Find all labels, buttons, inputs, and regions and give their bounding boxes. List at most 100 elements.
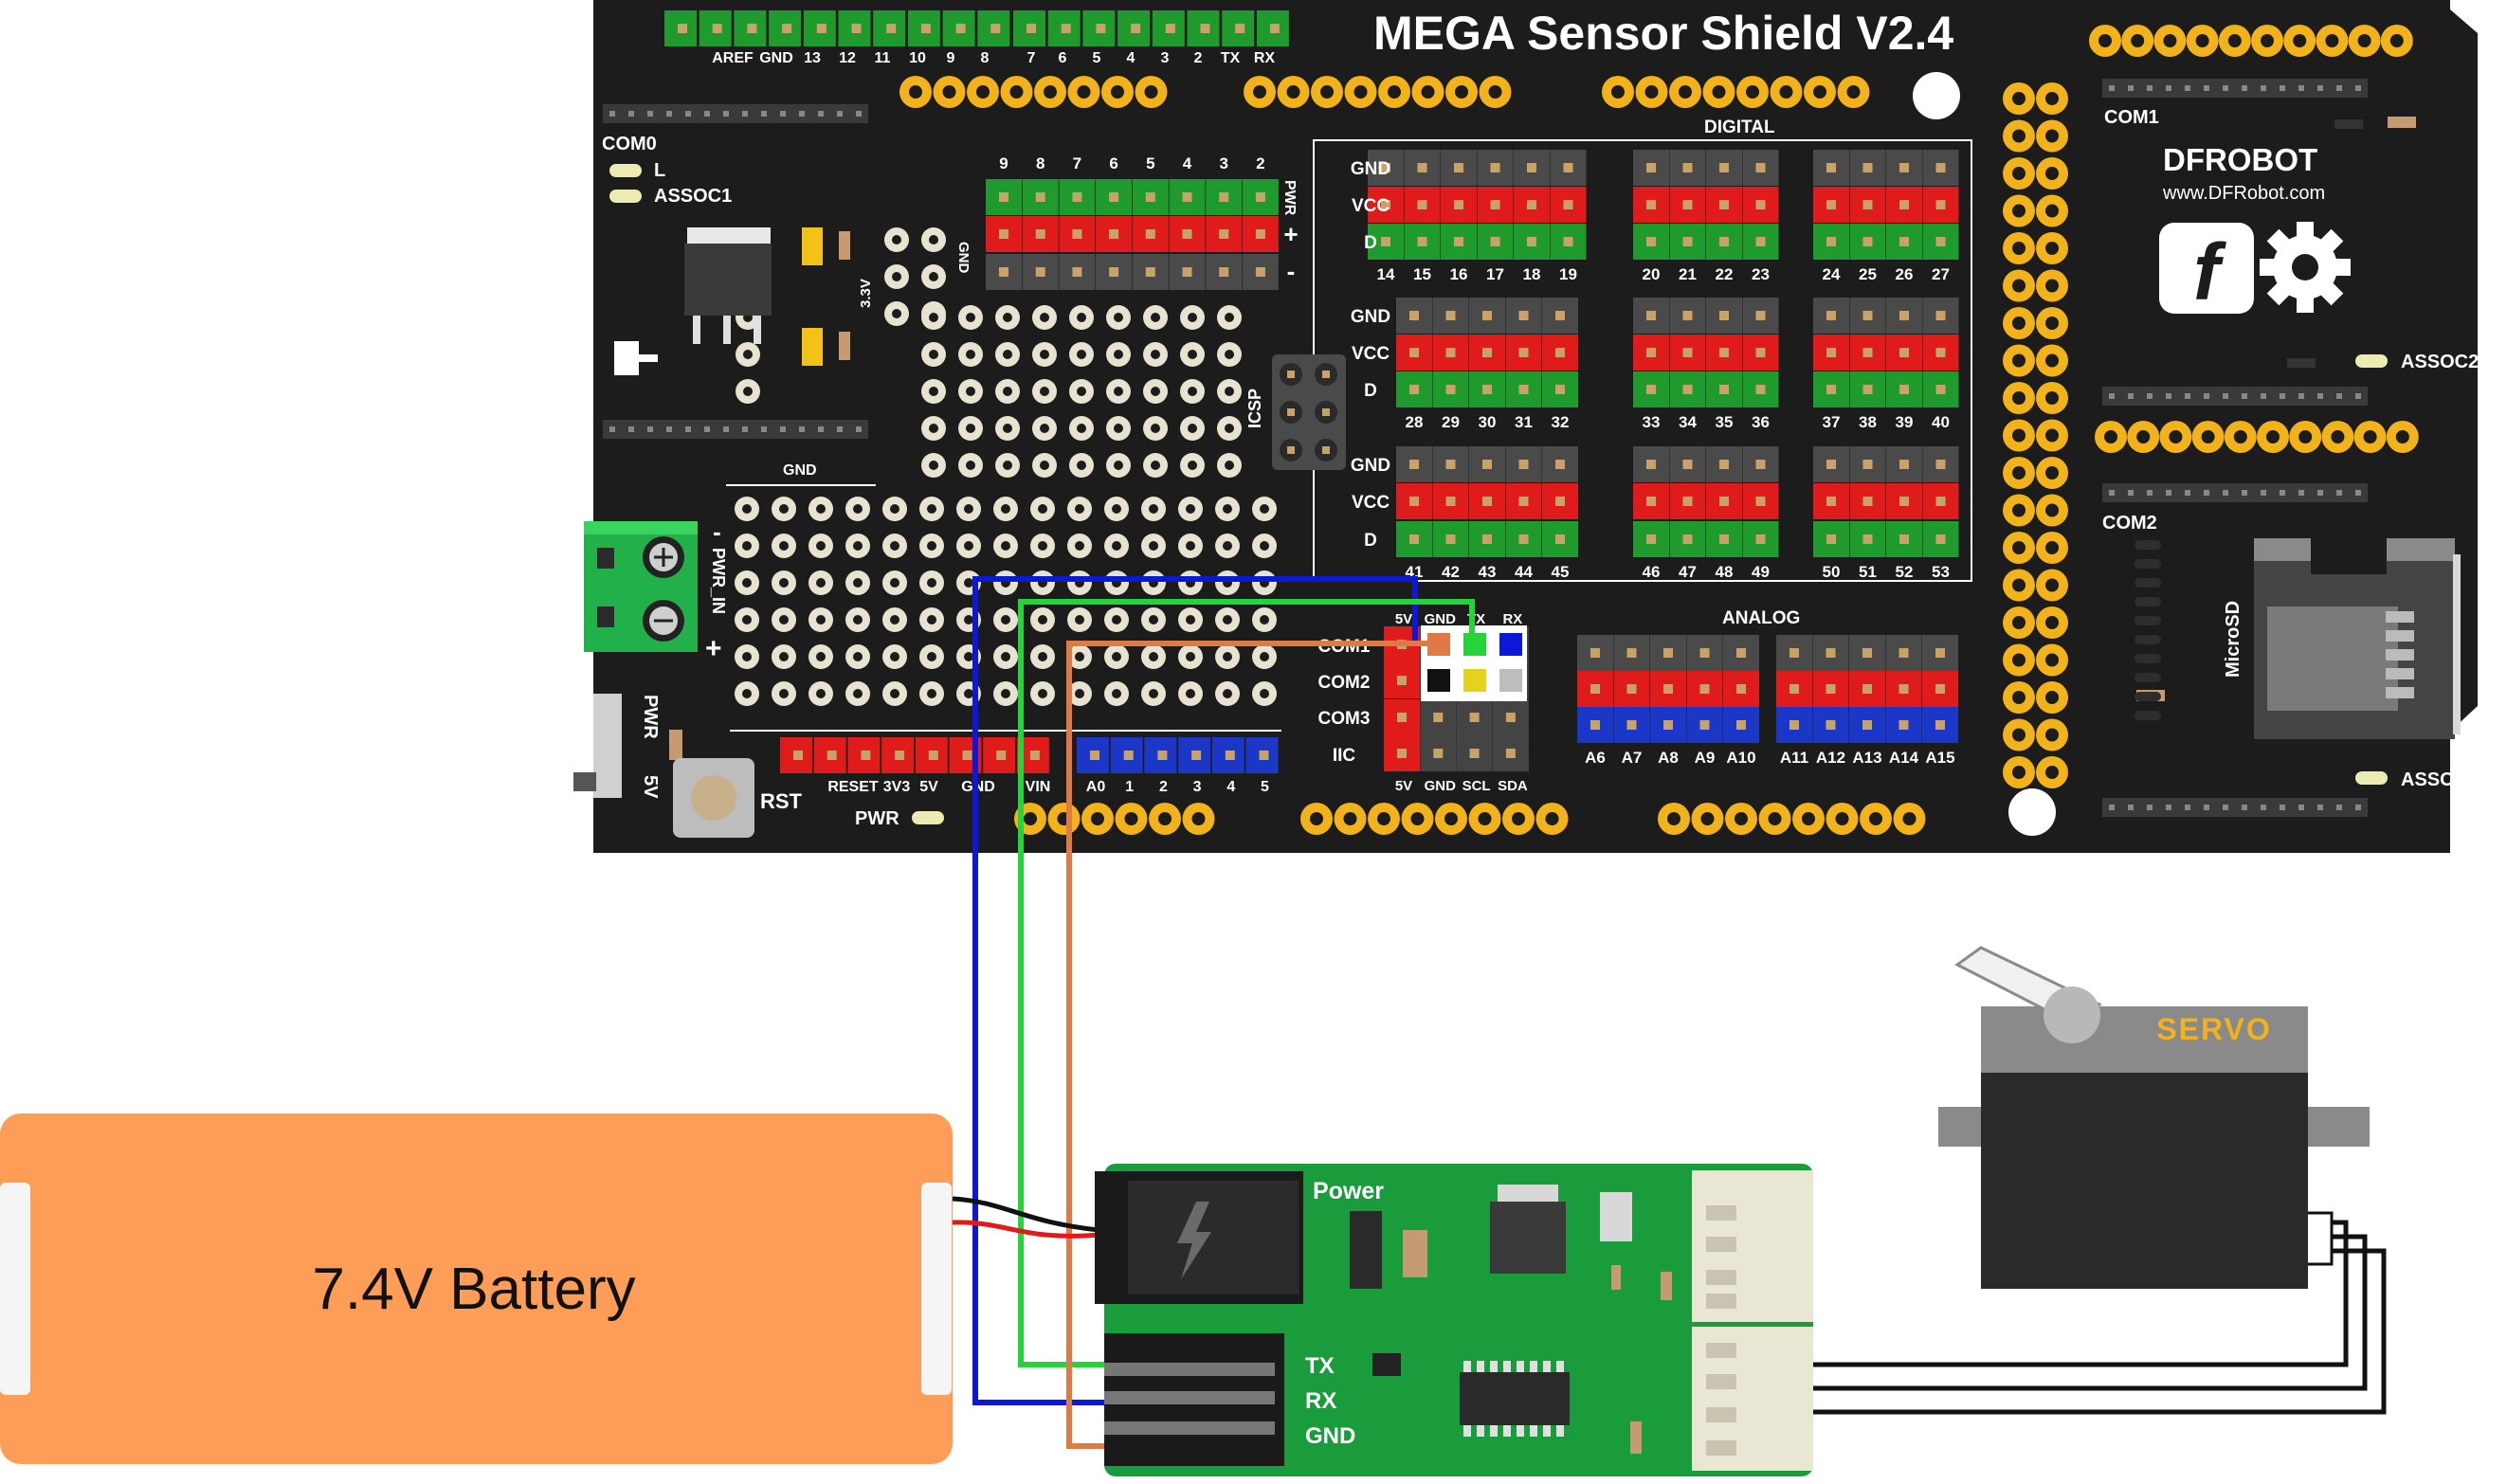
pin-contact: [1682, 385, 1693, 394]
pin-contact: [1563, 237, 1573, 246]
proto-hole: [1260, 689, 1269, 698]
analog-pin-number: A12: [1816, 749, 1845, 767]
chip-leg: [1543, 1425, 1551, 1437]
black-pin-contact: [818, 111, 824, 117]
proto-hole: [816, 578, 826, 588]
proto-hole: [1040, 387, 1049, 396]
top-header-label: 12: [839, 50, 856, 66]
gold-pin-hole: [1902, 812, 1917, 825]
proto-hole: [964, 652, 973, 661]
gold-pin-hole: [1813, 85, 1826, 99]
gold-pin-hole: [1111, 85, 1124, 99]
power-header-label: 3V3: [883, 779, 911, 795]
connector-slot: [1706, 1237, 1736, 1252]
proto-hole: [853, 652, 863, 661]
proto-hole: [1223, 652, 1232, 661]
digital-pin-number: 44: [1515, 563, 1533, 581]
com2-pads: [2135, 540, 2161, 720]
digital-pin-number: 15: [1413, 265, 1431, 283]
gold-pin-hole: [1512, 812, 1525, 825]
power-header-label: 5V: [919, 779, 938, 795]
pin-contact: [1269, 24, 1280, 33]
black-pin-contact: [761, 111, 767, 117]
black-pin-contact: [2166, 393, 2171, 399]
gold-pin-hole: [2233, 430, 2247, 443]
resistor: [2388, 117, 2416, 128]
pin-contact: [1755, 348, 1766, 357]
pin-contact: [1555, 385, 1565, 394]
black-pin-contact: [742, 426, 748, 432]
black-pin-contact: [723, 111, 729, 117]
reset-button[interactable]: [673, 758, 754, 838]
v33-label: 3.3V: [858, 279, 874, 308]
icsp-header: [1272, 354, 1346, 470]
com-top-label: 5V: [1395, 611, 1412, 627]
digital-pin-number: 32: [1552, 413, 1570, 431]
com2-pad: [2135, 616, 2161, 625]
black-pin-contact: [2223, 393, 2228, 399]
pwr-led-label: PWR: [855, 808, 899, 829]
pin-contact: [782, 24, 792, 33]
pwm-pin-number: 3: [1219, 154, 1227, 172]
connector-slot: [1706, 1440, 1736, 1456]
com2-pad: [2135, 540, 2161, 550]
proto-hole: [964, 504, 973, 514]
gold-pin-hole: [2045, 242, 2059, 255]
gold-pin-hole: [2293, 34, 2307, 47]
proto-hole: [966, 313, 975, 322]
black-pin-contact: [2147, 393, 2153, 399]
black-pin-contact: [647, 111, 653, 117]
gold-pin-hole: [2045, 353, 2059, 368]
proto-hole: [779, 652, 789, 661]
black-pin-contact: [723, 426, 729, 432]
pin-contact: [1935, 237, 1946, 246]
proto-hole: [1038, 652, 1047, 661]
pin-contact: [1072, 267, 1082, 277]
l-label: L: [654, 160, 665, 181]
pin-contact: [1555, 348, 1565, 357]
gold-pin-hole: [1091, 812, 1104, 825]
proto-hole: [1260, 615, 1269, 624]
battery-cap-right: [921, 1183, 952, 1395]
digital-pin-number: 37: [1823, 413, 1841, 431]
digital-pin-number: 18: [1523, 265, 1541, 283]
gold-pin-hole: [1735, 812, 1748, 825]
black-pin-contact: [2185, 805, 2190, 810]
top-header-label: 2: [1194, 50, 1203, 66]
power-switch[interactable]: [573, 694, 622, 798]
gold-pin-hole: [2357, 34, 2371, 47]
com-bottom-label: SDA: [1498, 778, 1528, 794]
pin-contact: [1626, 648, 1637, 658]
black-pin-contact: [2261, 393, 2266, 399]
gold-pin-hole: [2012, 353, 2026, 368]
pin-contact: [1255, 229, 1265, 239]
proto-hole: [1075, 652, 1084, 661]
mcu-chip: [1460, 1372, 1570, 1425]
proto-hole: [816, 541, 826, 551]
digital-pin-number: 34: [1679, 413, 1697, 431]
com0-label: COM0: [602, 134, 657, 154]
pin-contact: [1755, 237, 1766, 246]
pin-contact: [1469, 713, 1480, 722]
proto-hole: [964, 541, 973, 551]
resistor: [1661, 1272, 1672, 1300]
pin-contact: [1061, 24, 1071, 33]
voltage-regulator: [684, 227, 772, 344]
pin-contact: [1935, 348, 1946, 357]
black-pin-contact: [2128, 805, 2134, 810]
black-pin-contact: [2147, 85, 2153, 91]
proto-hole: [929, 350, 938, 359]
pwm-pin-number: 7: [1073, 154, 1081, 172]
pwm-pin-number: 8: [1036, 154, 1045, 172]
proto-hole: [1003, 424, 1012, 433]
pin-contact: [1899, 385, 1909, 394]
top-header-label: 11: [875, 50, 891, 66]
pin-contact: [1235, 24, 1245, 33]
digital-pin-number: 39: [1896, 413, 1914, 431]
pin-contact: [1719, 385, 1729, 394]
pin-contact: [1381, 237, 1390, 246]
pin-contact: [1505, 713, 1516, 722]
com-bottom-label: SCL: [1462, 778, 1491, 794]
